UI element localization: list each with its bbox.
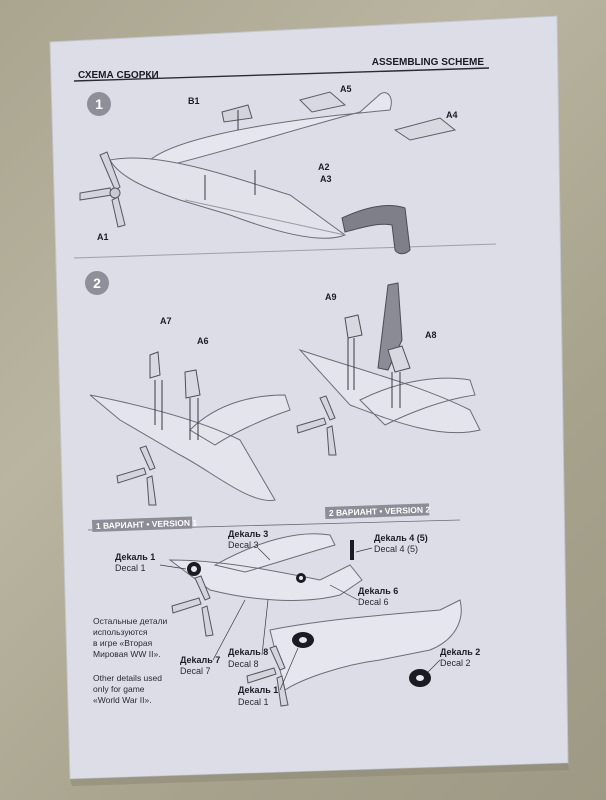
fin-flash: [350, 540, 354, 560]
part-a9: [344, 314, 363, 339]
step-1-badge: [87, 92, 111, 116]
decal-3-en: Decal 3: [228, 540, 259, 550]
decal-plane-1: [168, 533, 363, 601]
step1-wing-a3: [109, 157, 347, 239]
step1-fuselage: [148, 92, 392, 166]
label-a3: A3: [320, 174, 332, 184]
decal-4-en: Decal 4 (5): [374, 544, 418, 554]
step1-tailplane-a4: [393, 117, 457, 141]
label-a5: A5: [340, 84, 352, 94]
step-2-badge: [85, 271, 109, 295]
decal-1b-en: Decal 1: [238, 697, 269, 707]
header-left-title: СХЕМА СБОРКИ: [78, 70, 159, 81]
step-1-number: 1: [95, 96, 103, 112]
note-ru-line-2: используются: [93, 627, 148, 637]
header-right-title: ASSEMBLING SCHEME: [372, 57, 485, 68]
label-b1: B1: [188, 96, 200, 106]
decal-1-en: Decal 1: [115, 563, 146, 573]
decal-3-ru: Деkаль 3: [228, 529, 268, 539]
part-a6: [184, 369, 201, 399]
label-a6: A6: [197, 336, 209, 346]
decal-6-en: Decal 6: [358, 597, 389, 607]
step2-left-plane: [89, 394, 291, 501]
note-ru-line-1: Остальные детали: [93, 616, 168, 626]
decal-8-en: Decal 8: [228, 659, 259, 669]
decal-6-ru: Деkаль 6: [358, 586, 398, 596]
version-2-label: 2 ВАРИАНТ • VERSION 2: [329, 504, 431, 518]
decal-1b-ru: Деkаль 1: [238, 685, 278, 695]
decal-7-ru: Деkаль 7: [180, 655, 220, 665]
step-divider: [73, 243, 497, 259]
label-a9: A9: [325, 292, 337, 302]
note-en-line-2: only for game: [93, 684, 145, 694]
step-1: 1 B1 A5 A4 A2 A3 A1: [79, 84, 458, 242]
decal-1-ru: Деkаль 1: [115, 552, 155, 562]
note-ru-line-4: Мировая WW II».: [93, 649, 161, 659]
step1-tailplane-a5: [299, 91, 347, 113]
step-2: 2 A7 A6 A9 A8: [85, 204, 481, 506]
label-a1: A1: [97, 232, 109, 242]
landing-gear-door: [341, 204, 411, 255]
step1-propeller-a1: [79, 151, 126, 228]
decal-8-ru: Деkаль 8: [228, 647, 268, 657]
label-a8: A8: [425, 330, 437, 340]
step1-canopy-b1: [221, 104, 253, 123]
step2-left-propeller: [116, 445, 157, 506]
step2-right-propeller: [296, 395, 337, 456]
part-a8: [387, 345, 411, 373]
header: СХЕМА СБОРКИ ASSEMBLING SCHEME: [73, 57, 490, 82]
step2-right-plane: [298, 348, 481, 434]
decal-plane-1-propeller: [171, 575, 214, 637]
label-a2: A2: [318, 162, 330, 172]
label-a7: A7: [160, 316, 172, 326]
decal-4-ru: Деkаль 4 (5): [374, 533, 428, 543]
decal-2-ru: Деkаль 2: [440, 647, 480, 657]
part-a7: [149, 351, 161, 379]
decal-7-en: Decal 7: [180, 666, 211, 676]
paper-shadow: [70, 763, 569, 786]
note-ru-line-3: в игре «Вторая: [93, 638, 153, 648]
version-1-label: 1 ВАРИАНТ • VERSION 1: [96, 517, 198, 531]
decal-plane-2: [269, 599, 462, 691]
version-banners: 1 ВАРИАНТ • VERSION 1 2 ВАРИАНТ • VERSIO…: [87, 503, 461, 532]
label-a4: A4: [446, 110, 458, 120]
decal-section: Деkаль 1 Decal 1 Деkаль 3 Decal 3 Деkаль…: [93, 529, 480, 707]
note-en-line-1: Other details used: [93, 673, 162, 683]
decal-2-en: Decal 2: [440, 658, 471, 668]
step-2-number: 2: [93, 275, 101, 291]
decal-plane-2-propeller: [246, 645, 289, 707]
note-en-line-3: «World War II».: [93, 695, 152, 705]
